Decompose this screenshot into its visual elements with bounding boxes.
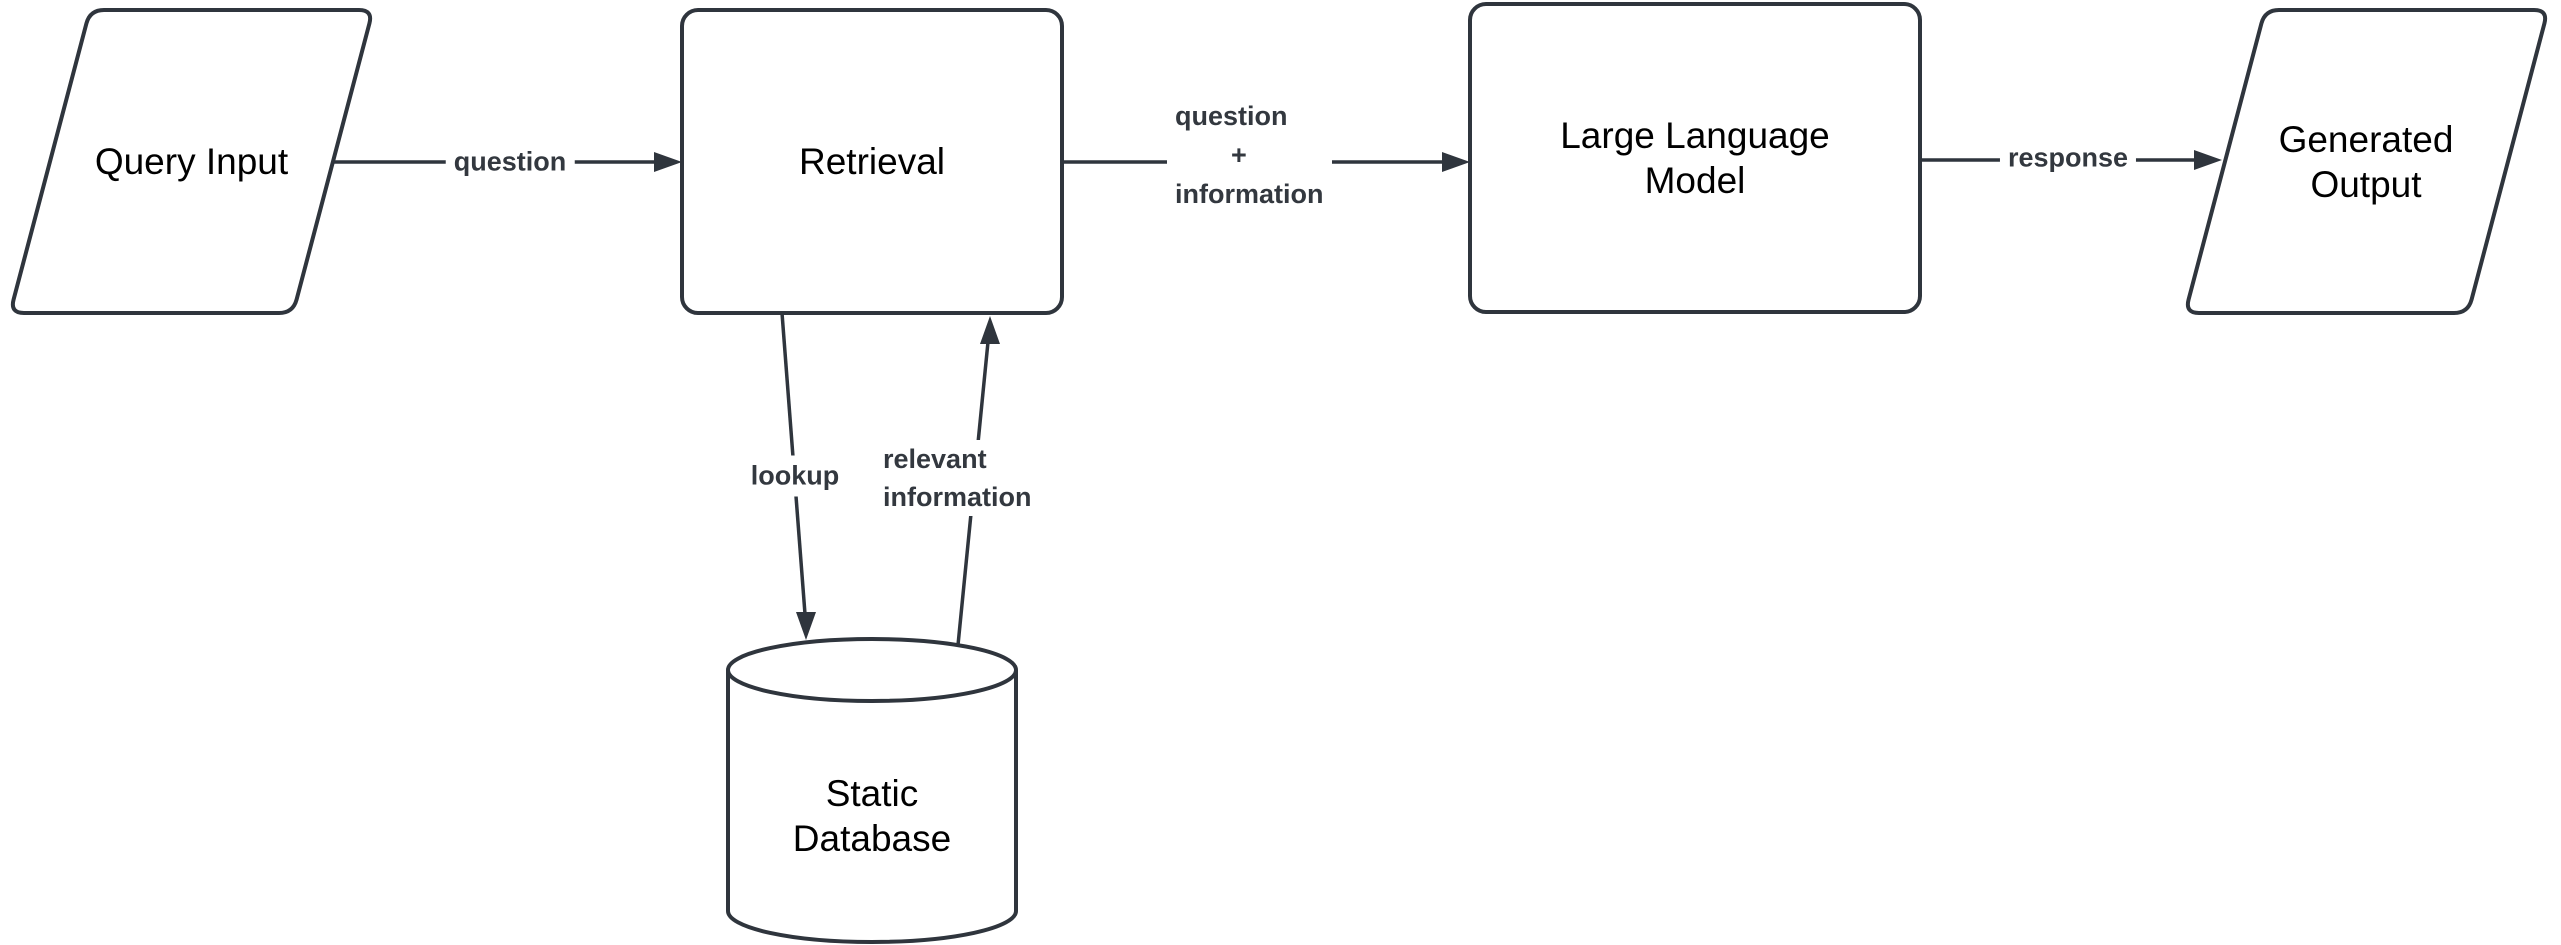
edge-question-label: question [445,141,575,183]
edge-question-information-label-line1: question [1175,101,1288,131]
edge-relevant-information-arrowhead-icon [980,316,1000,344]
static-database-top-ellipse [726,637,1018,703]
static-database-node [726,670,1018,944]
edge-relevant-information-label: relevant information [875,440,1040,516]
llm-label: Large Language Model [1560,115,1830,201]
edge-question-information-arrowhead-icon [1442,152,1470,172]
llm-node [1468,2,1922,314]
edge-question-information-label-line3: information [1175,179,1324,209]
edge-response-arrowhead-icon [2194,150,2222,170]
static-database-label: Static Database [792,773,952,859]
edge-question-arrowhead-icon [654,152,682,172]
edge-question-information-label: question + information [1167,97,1332,214]
edge-relevant-information-label-line2: information [883,482,1032,512]
query-input-label: Query Input [94,141,289,182]
edge-lookup-arrowhead-icon [796,612,816,640]
generated-output-node [2185,8,2548,315]
edge-response-label: response [1999,137,2137,179]
edge-question-information-label-line2: + [1231,140,1247,170]
edge-relevant-information-label-line1: relevant [883,444,987,474]
edge-lookup-label: lookup [742,455,848,497]
query-input-node [10,8,373,315]
generated-output-label: Generated Output [2278,118,2454,205]
retrieval-label: Retrieval [799,141,945,182]
